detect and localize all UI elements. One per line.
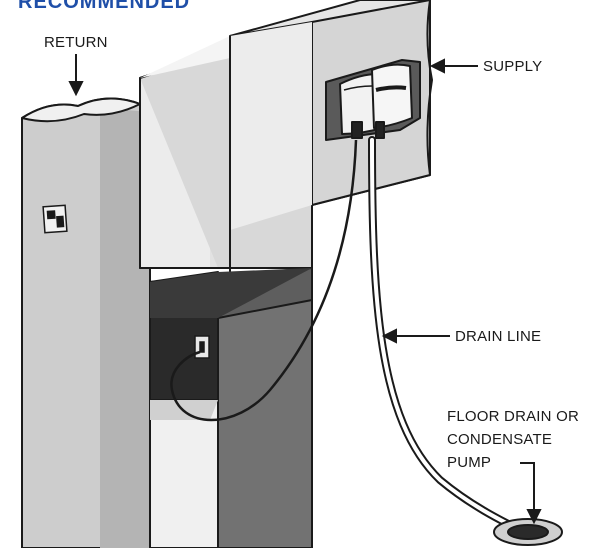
drain-line [368, 136, 524, 534]
register-icon [42, 204, 68, 234]
floor-drain-arrow [520, 462, 535, 514]
floor-drain-label-line1: FLOOR DRAIN OR [447, 408, 579, 425]
drain-line-label: DRAIN LINE [455, 328, 542, 345]
humidistat-icon [194, 335, 210, 359]
return-duct [21, 97, 151, 548]
control-wire [170, 139, 358, 422]
return-label: RETURN [44, 34, 108, 51]
air-handler-lower [149, 267, 313, 548]
supply-label: SUPPLY [483, 58, 543, 75]
callout-arrows [68, 54, 542, 525]
floor-drain-label-line2: CONDENSATE [447, 431, 553, 448]
dehumidifier-unit [325, 59, 421, 141]
diagram-heading: RECOMMENDED [18, 0, 191, 13]
floor-drain-label-line3: PUMP [447, 454, 492, 471]
floor-drain [493, 518, 563, 546]
